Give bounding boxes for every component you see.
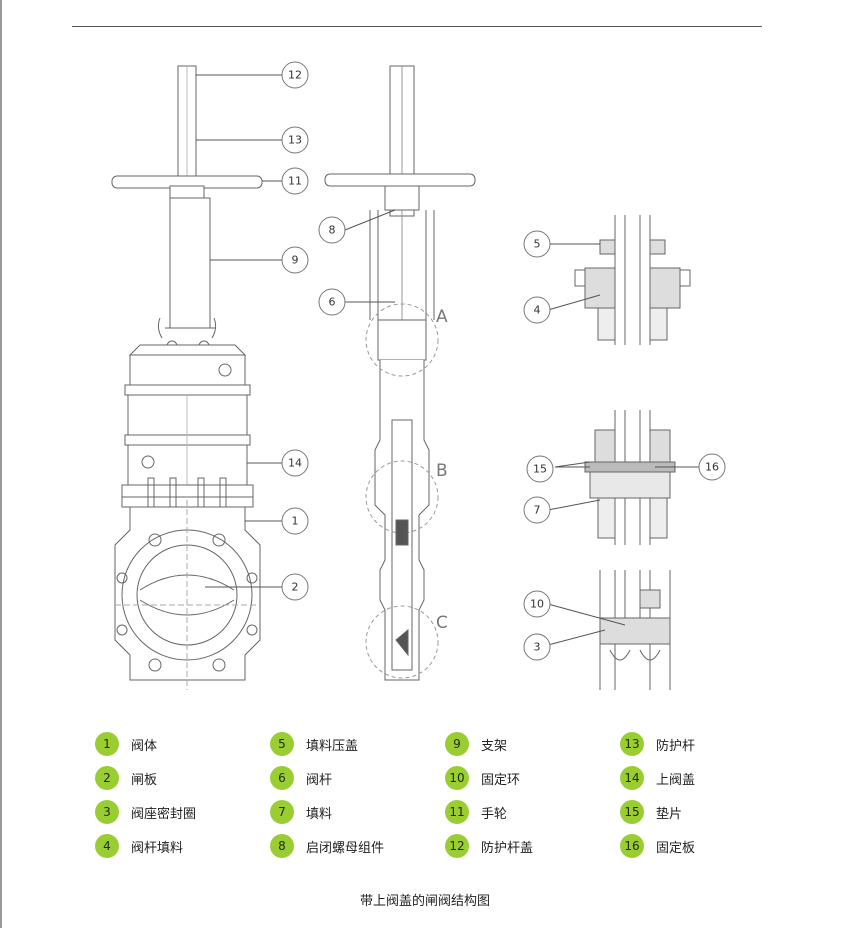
legend-item: 14 上阀盖 [620, 766, 695, 790]
legend-item: 4 阀杆填料 [95, 834, 183, 858]
detail-b [584, 410, 676, 545]
legend-number: 15 [620, 800, 644, 824]
legend-label: 防护杆 [656, 738, 696, 754]
legend-label: 启闭螺母组件 [306, 840, 385, 856]
legend-number: 6 [270, 766, 294, 790]
legend-item: 8 启闭螺母组件 [270, 834, 384, 858]
legend-item: 11 手轮 [445, 800, 507, 824]
detail-a [574, 215, 691, 345]
legend-item: 2 闸板 [95, 766, 157, 790]
callout-13: 13 [288, 134, 302, 147]
legend-item: 12 防护杆盖 [445, 834, 533, 858]
callout-4: 4 [534, 304, 541, 317]
front-view [111, 65, 263, 690]
callout-9: 9 [292, 254, 299, 267]
legend-number: 8 [270, 834, 294, 858]
legend-label: 阀杆填料 [131, 840, 184, 856]
legend-item: 13 防护杆 [620, 732, 695, 756]
legend-label: 阀座密封圈 [131, 806, 197, 822]
page-border [0, 0, 2, 928]
top-rule [72, 26, 762, 27]
parts-legend: 1 阀体 2 闸板 3 阀座密封圈 4 阀杆填料 5 填料压盖 6 阀杆 7 填… [95, 732, 795, 862]
legend-item: 5 填料压盖 [270, 732, 358, 756]
legend-number: 3 [95, 800, 119, 824]
legend-item: 9 支架 [445, 732, 507, 756]
section-label-a: A [436, 307, 448, 327]
legend-item: 3 阀座密封圈 [95, 800, 196, 824]
section-view [324, 65, 476, 681]
callout-10: 10 [530, 598, 544, 611]
legend-label: 垫片 [656, 806, 683, 822]
legend-item: 6 阀杆 [270, 766, 332, 790]
legend-label: 手轮 [481, 806, 508, 822]
legend-label: 固定板 [656, 840, 696, 856]
legend-label: 上阀盖 [656, 772, 696, 788]
legend-label: 阀体 [131, 738, 158, 754]
legend-item: 10 固定环 [445, 766, 520, 790]
legend-number: 16 [620, 834, 644, 858]
legend-label: 防护杆盖 [481, 840, 534, 856]
legend-number: 5 [270, 732, 294, 756]
legend-number: 12 [445, 834, 469, 858]
legend-number: 11 [445, 800, 469, 824]
legend-number: 14 [620, 766, 644, 790]
section-label-b: B [436, 461, 448, 481]
legend-number: 13 [620, 732, 644, 756]
legend-label: 闸板 [131, 772, 158, 788]
legend-item: 7 填料 [270, 800, 332, 824]
valve-drawing: 12 13 11 9 14 1 2 8 6 5 4 15 16 7 10 3 A… [111, 61, 726, 690]
legend-number: 2 [95, 766, 119, 790]
callout-5: 5 [534, 238, 541, 251]
legend-number: 1 [95, 732, 119, 756]
legend-number: 10 [445, 766, 469, 790]
callout-7: 7 [534, 504, 541, 517]
callout-3: 3 [534, 641, 541, 654]
callout-14: 14 [288, 457, 302, 470]
figure-caption: 带上阀盖的闸阀结构图 [359, 894, 490, 909]
callout-12: 12 [288, 69, 302, 82]
callout-1: 1 [292, 515, 299, 528]
callout-11: 11 [288, 175, 302, 188]
legend-number: 7 [270, 800, 294, 824]
legend-label: 填料 [306, 806, 333, 822]
callout-15: 15 [533, 463, 547, 476]
legend-item: 1 阀体 [95, 732, 157, 756]
legend-item: 15 垫片 [620, 800, 682, 824]
callout-16: 16 [705, 461, 719, 474]
callout-8: 8 [329, 224, 336, 237]
detail-c [599, 570, 671, 690]
legend-label: 填料压盖 [306, 738, 359, 754]
legend-number: 4 [95, 834, 119, 858]
section-label-c: C [436, 613, 448, 633]
legend-number: 9 [445, 732, 469, 756]
legend-label: 支架 [481, 738, 508, 754]
callout-6: 6 [329, 296, 336, 309]
callout-2: 2 [292, 581, 299, 594]
legend-label: 固定环 [481, 772, 521, 788]
legend-label: 阀杆 [306, 772, 333, 788]
legend-item: 16 固定板 [620, 834, 695, 858]
